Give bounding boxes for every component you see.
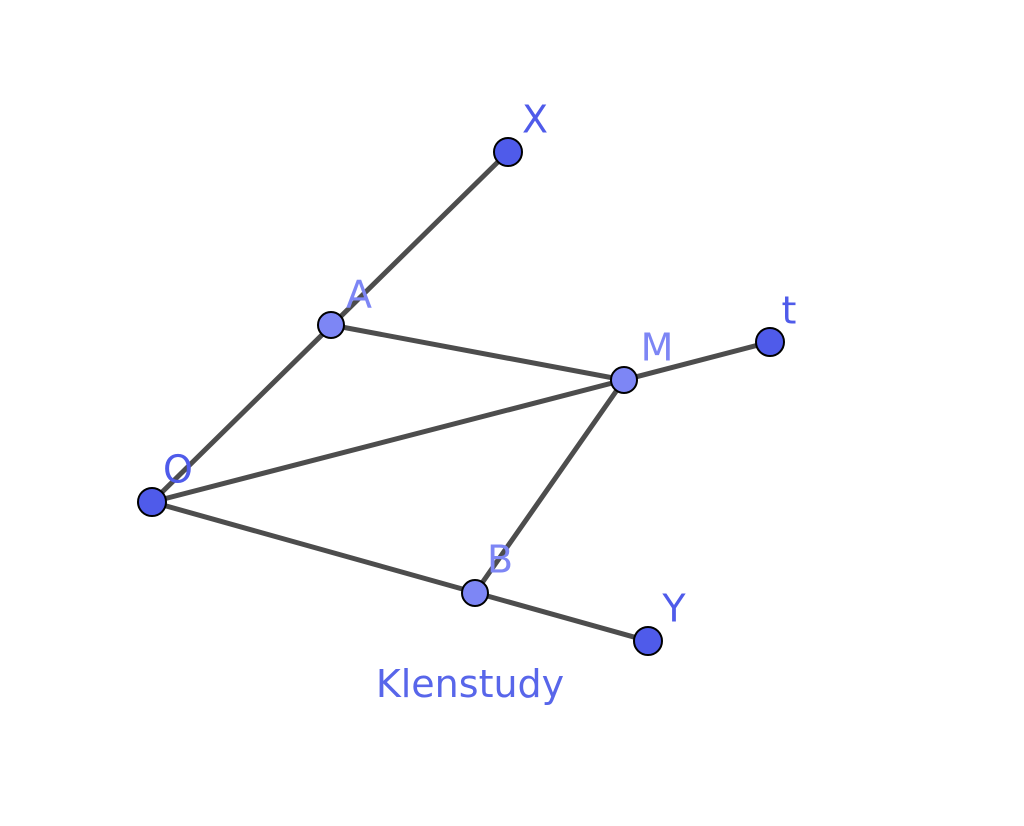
segment-Mt [621, 339, 773, 383]
point-B[interactable] [461, 579, 489, 607]
point-M[interactable] [610, 366, 638, 394]
point-A[interactable] [317, 311, 345, 339]
point-t[interactable] [755, 327, 785, 357]
point-Y[interactable] [633, 626, 663, 656]
segment-MB [472, 377, 627, 596]
points-layer [137, 137, 785, 656]
point-label-X: X [522, 98, 548, 142]
point-label-t: t [782, 289, 797, 333]
watermark-text: Klenstudy [376, 662, 564, 706]
labels-layer: O X A MtB Y [163, 98, 796, 631]
point-X[interactable] [493, 137, 523, 167]
point-label-O: O [163, 448, 193, 492]
segment-AM [328, 322, 627, 383]
point-label-Y: Y [661, 587, 686, 631]
segment-OM [149, 377, 627, 505]
point-label-M: M [641, 326, 674, 370]
segment-OY [149, 499, 651, 644]
point-O[interactable] [137, 487, 167, 517]
segments-layer [149, 149, 773, 644]
point-label-B: B [487, 538, 513, 582]
point-label-A: A [346, 273, 372, 317]
